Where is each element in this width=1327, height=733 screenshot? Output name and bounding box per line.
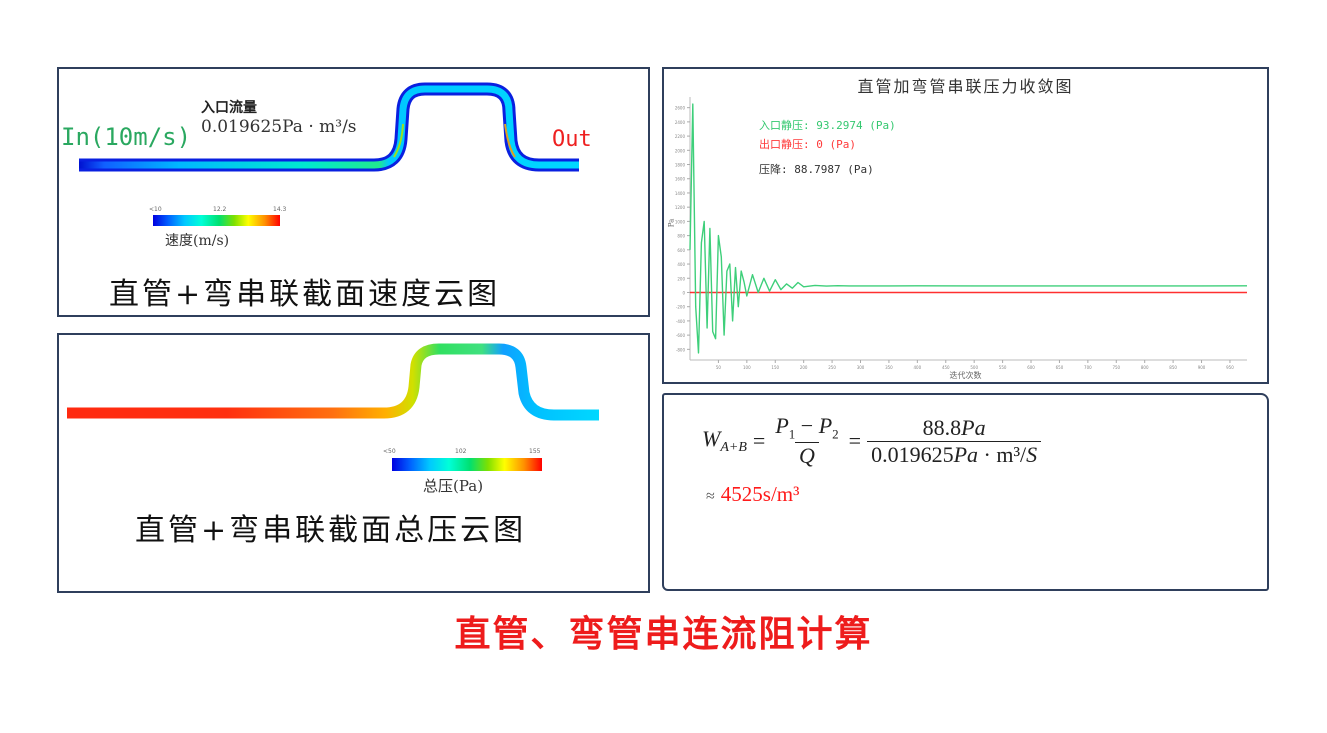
scale-gradient-bar bbox=[153, 215, 280, 226]
result-line: ≈4525s/m³ bbox=[706, 481, 799, 507]
scale-min: <10 bbox=[149, 206, 162, 213]
svg-text:200: 200 bbox=[800, 365, 808, 370]
flow-title: 入口流量 bbox=[201, 100, 257, 116]
flow-unit-pa: Pa bbox=[953, 441, 979, 467]
svg-text:-400: -400 bbox=[676, 319, 686, 324]
flow-unit-s: S bbox=[1026, 441, 1038, 467]
svg-text:550: 550 bbox=[999, 365, 1007, 370]
svg-text:300: 300 bbox=[857, 365, 865, 370]
svg-text:-600: -600 bbox=[676, 333, 686, 338]
resistance-result: 4525s/m³ bbox=[720, 482, 800, 506]
page-title: 直管、弯管串连流阻计算 bbox=[454, 613, 873, 655]
resistance-equation: WA+B = P1 − P2 Q = 88.8Pa 0.019625Pa · m… bbox=[702, 413, 1042, 469]
p2-symbol: P bbox=[818, 413, 833, 438]
outlet-label: Out bbox=[552, 127, 592, 152]
pressure-caption: 直管+弯串联截面总压云图 bbox=[135, 513, 527, 548]
svg-text:50: 50 bbox=[716, 365, 722, 370]
scale-mid: 102 bbox=[455, 448, 467, 455]
inlet-pressure-annotation: 入口静压: 93.2974 (Pa) bbox=[759, 119, 896, 132]
pressure-unit: Pa bbox=[961, 414, 986, 440]
svg-text:-800: -800 bbox=[676, 347, 686, 352]
pressure-drop-value: 88.8 bbox=[922, 414, 962, 440]
pressure-drop-annotation: 压降: 88.7987 (Pa) bbox=[759, 163, 874, 176]
svg-text:350: 350 bbox=[885, 365, 893, 370]
scale-max: 14.3 bbox=[273, 206, 287, 213]
pressure-contour-panel: <50 102 155 总压(Pa) 直管+弯串联截面总压云图 bbox=[57, 333, 650, 593]
flow-resistance-formula-panel: WA+B = P1 − P2 Q = 88.8Pa 0.019625Pa · m… bbox=[662, 393, 1269, 591]
svg-text:100: 100 bbox=[743, 365, 751, 370]
equals-sign-2: = bbox=[848, 428, 862, 454]
scale-label: 速度(m/s) bbox=[165, 233, 230, 249]
equals-sign: = bbox=[752, 428, 766, 454]
inlet-label: In(10m/s) bbox=[61, 123, 192, 151]
svg-text:850: 850 bbox=[1169, 365, 1177, 370]
velocity-pipe-contour bbox=[79, 82, 579, 172]
p1-subscript: 1 bbox=[788, 426, 796, 442]
svg-text:650: 650 bbox=[1056, 365, 1064, 370]
p2-subscript: 2 bbox=[832, 426, 839, 442]
svg-text:2600: 2600 bbox=[675, 106, 686, 111]
q-symbol: Q bbox=[799, 443, 815, 469]
svg-text:700: 700 bbox=[1084, 365, 1092, 370]
scale-min: <50 bbox=[383, 448, 396, 455]
svg-text:800: 800 bbox=[677, 234, 685, 239]
y-axis-label: Pa bbox=[667, 218, 676, 228]
pressure-pipe-contour bbox=[67, 343, 599, 421]
svg-text:950: 950 bbox=[1226, 365, 1234, 370]
svg-text:1600: 1600 bbox=[675, 177, 686, 182]
svg-text:450: 450 bbox=[942, 365, 950, 370]
svg-text:400: 400 bbox=[914, 365, 922, 370]
svg-text:2200: 2200 bbox=[675, 134, 686, 139]
svg-text:1200: 1200 bbox=[675, 205, 686, 210]
svg-text:2400: 2400 bbox=[675, 120, 686, 125]
svg-text:1000: 1000 bbox=[675, 219, 686, 224]
resistance-subscript: A+B bbox=[720, 440, 747, 456]
flow-rate-value: 0.019625 bbox=[871, 441, 954, 467]
svg-text:-200: -200 bbox=[676, 305, 686, 310]
svg-text:600: 600 bbox=[677, 248, 685, 253]
minus-sign: − bbox=[795, 413, 819, 438]
x-axis-label: 迭代次数 bbox=[949, 371, 982, 380]
scale-mid: 12.2 bbox=[213, 206, 227, 213]
scale-gradient-bar bbox=[392, 458, 542, 471]
p1-symbol: P bbox=[775, 413, 789, 438]
svg-text:250: 250 bbox=[828, 365, 836, 370]
convergence-line-chart: -800 -600 -400 -200 0 200 400 600 800 1000 1200 140… bbox=[675, 97, 1248, 370]
velocity-caption: 直管+弯串联截面速度云图 bbox=[109, 277, 501, 312]
svg-text:1800: 1800 bbox=[675, 163, 686, 168]
scale-label: 总压(Pa) bbox=[423, 477, 484, 495]
convergence-chart-panel: 直管加弯管串联压力收敛图 -800 -600 -400 -200 0 200 400 600 8… bbox=[662, 67, 1269, 384]
svg-text:500: 500 bbox=[970, 365, 978, 370]
svg-text:750: 750 bbox=[1112, 365, 1120, 370]
svg-text:800: 800 bbox=[1141, 365, 1149, 370]
chart-title: 直管加弯管串联压力收敛图 bbox=[857, 77, 1074, 96]
scale-max: 155 bbox=[529, 448, 541, 455]
svg-text:0: 0 bbox=[682, 290, 685, 295]
outlet-pressure-annotation: 出口静压: 0 (Pa) bbox=[759, 138, 856, 151]
flow-unit-tail: · m³/ bbox=[978, 441, 1027, 467]
svg-text:900: 900 bbox=[1198, 365, 1206, 370]
svg-text:150: 150 bbox=[771, 365, 779, 370]
symbolic-fraction: P1 − P2 Q bbox=[771, 413, 842, 469]
velocity-contour-panel: In(10m/s) 入口流量 0.019625Pa · m³/s Out <10… bbox=[57, 67, 650, 317]
svg-text:2000: 2000 bbox=[675, 148, 686, 153]
approx-sign: ≈ bbox=[706, 488, 715, 505]
svg-text:200: 200 bbox=[677, 276, 685, 281]
svg-text:400: 400 bbox=[677, 262, 685, 267]
numeric-fraction: 88.8Pa 0.019625Pa · m³/S bbox=[867, 414, 1042, 468]
svg-text:1400: 1400 bbox=[675, 191, 686, 196]
svg-text:600: 600 bbox=[1027, 365, 1035, 370]
resistance-symbol: W bbox=[702, 426, 721, 451]
flow-value: 0.019625Pa · m³/s bbox=[201, 117, 357, 137]
